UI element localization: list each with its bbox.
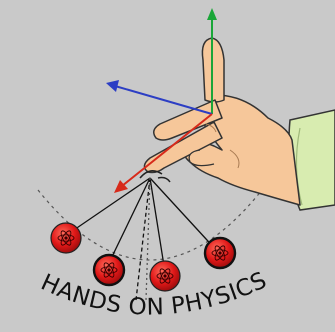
pendulum-strings <box>67 177 219 301</box>
pendulum-ball-3 <box>149 260 181 292</box>
pendulum-pivot <box>139 170 171 183</box>
pendulum-ball-2 <box>92 253 126 287</box>
pendulum-balls <box>50 222 237 292</box>
pendulum-ball-4 <box>203 236 237 270</box>
pendulum-ball-1 <box>50 222 82 254</box>
coordinate-axes-icon <box>106 8 217 193</box>
pendulum-swing-path <box>37 189 263 261</box>
